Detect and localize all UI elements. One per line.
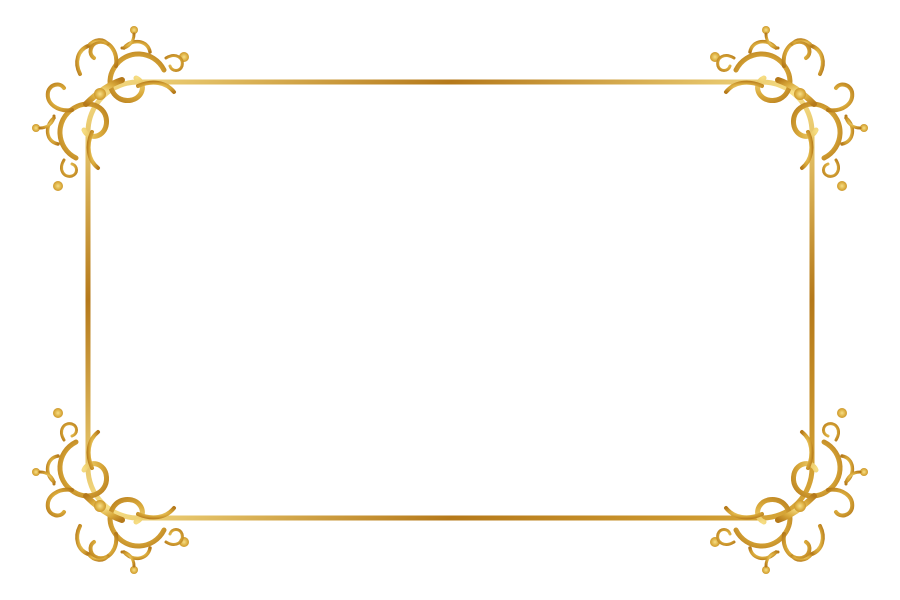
scrollwork-flourish-icon-top-right <box>718 26 868 176</box>
left-rule <box>53 181 63 418</box>
scrollwork-flourish-icon-bottom-left <box>32 424 182 574</box>
scrollwork-flourish-icon-bottom-right <box>718 424 868 574</box>
scrollwork-flourish-icon-top-left <box>32 26 182 176</box>
inner-panel-border <box>85 79 815 521</box>
top-rule <box>179 52 720 62</box>
bottom-rule <box>179 537 720 547</box>
right-rule <box>837 181 847 418</box>
